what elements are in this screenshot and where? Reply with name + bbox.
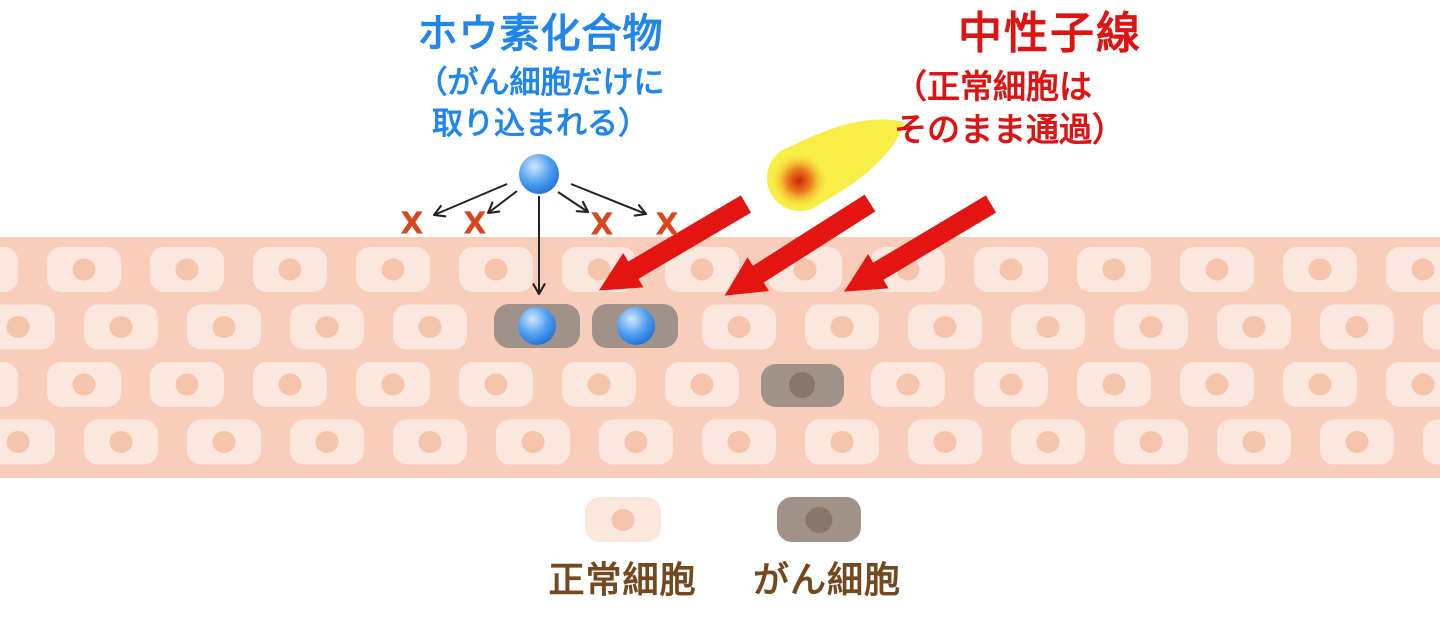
neutron-comet xyxy=(767,119,905,212)
boron-arrow-near-right xyxy=(557,191,590,214)
normal-cell-nucleus xyxy=(1036,316,1060,338)
neutron-subtitle-line-1: （正常細胞は xyxy=(894,66,1092,106)
boron-ball-in-cell-a xyxy=(518,307,556,345)
normal-cell xyxy=(0,247,18,292)
neutron-arrow-3 xyxy=(844,195,997,292)
normal-cell-nucleus xyxy=(1205,258,1229,281)
blocked-path-x-mark: X xyxy=(590,207,614,243)
neutron-arrow-2 xyxy=(724,194,876,296)
normal-cell-nucleus xyxy=(1139,431,1163,453)
normal-cell-nucleus xyxy=(109,316,133,338)
neutron-subtitle-line-2: そのまま通過） xyxy=(894,109,1125,149)
boron-arrow-near-left xyxy=(486,190,518,215)
normal-cell-nucleus xyxy=(933,431,957,453)
normal-cell-nucleus xyxy=(72,258,96,281)
boron-subtitle: （がん細胞だけに 取り込まれる） xyxy=(368,63,713,145)
neutron-title: 中性子線 xyxy=(958,8,1142,59)
boron-label-block: ホウ素化合物 （がん細胞だけに 取り込まれる） xyxy=(368,10,713,145)
normal-cell-nucleus xyxy=(418,316,442,338)
normal-cell-nucleus xyxy=(1242,316,1266,338)
normal-cell-nucleus xyxy=(830,431,854,453)
neutron-subtitle: （正常細胞は そのまま通過） xyxy=(864,65,1236,151)
normal-cell-nucleus xyxy=(109,431,133,453)
normal-cell-nucleus xyxy=(830,316,854,338)
normal-cell-nucleus xyxy=(175,258,199,281)
normal-cell-nucleus xyxy=(1411,258,1435,281)
normal-cell-nucleus xyxy=(690,258,714,281)
normal-cell-nucleus xyxy=(1242,431,1266,453)
normal-cell-nucleus xyxy=(587,373,611,396)
normal-cell-nucleus xyxy=(6,431,30,453)
normal-cell-nucleus xyxy=(1205,373,1229,396)
normal-cell-nucleus xyxy=(6,316,30,338)
normal-cell-nucleus xyxy=(1411,373,1435,396)
normal-cell-nucleus xyxy=(1102,258,1126,281)
normal-cell-nucleus xyxy=(1345,316,1369,338)
normal-cell-nucleus xyxy=(727,431,751,453)
normal-cell-nucleus xyxy=(933,316,957,338)
normal-cell-nucleus xyxy=(1139,316,1163,338)
normal-cell-nucleus xyxy=(381,373,405,396)
boron-distribution-arrows xyxy=(432,183,648,296)
neutron-comet-core xyxy=(770,151,829,210)
boron-ball xyxy=(519,154,559,194)
boron-arrow-far-right xyxy=(570,183,648,217)
normal-cell-nucleus xyxy=(793,258,817,281)
normal-cell-nucleus xyxy=(624,431,648,453)
boron-ball-in-cell-b xyxy=(617,307,655,345)
normal-cell-nucleus xyxy=(1308,373,1332,396)
normal-cell-nucleus xyxy=(484,258,508,281)
normal-cell-nucleus xyxy=(587,258,611,281)
blocked-path-x-mark: X xyxy=(655,207,679,243)
normal-cell-nucleus xyxy=(484,373,508,396)
cancer-cells xyxy=(494,304,844,407)
normal-cell-nucleus xyxy=(896,373,920,396)
neutron-label-block: 中性子線 （正常細胞は そのまま通過） xyxy=(864,8,1236,151)
blocked-path-x-mark: X xyxy=(463,206,487,242)
normal-cell-nucleus xyxy=(999,373,1023,396)
normal-cell-nucleus xyxy=(1308,258,1332,281)
boron-arrow-far-left xyxy=(432,183,508,218)
boron-title: ホウ素化合物 xyxy=(417,11,664,57)
legend-normal-cell-label: 正常細胞 xyxy=(548,560,697,601)
normal-cell xyxy=(1423,419,1440,465)
normal-cell-nucleus xyxy=(175,373,199,396)
normal-cell-nucleus xyxy=(999,258,1023,281)
normal-cell-nucleus xyxy=(315,316,339,338)
normal-cell-nucleus xyxy=(690,373,714,396)
legend-cancer-cell-swatch xyxy=(777,497,861,542)
normal-cell-nucleus xyxy=(1102,373,1126,396)
normal-cell-nucleus xyxy=(1036,431,1060,453)
normal-cell-nucleus xyxy=(278,258,302,281)
normal-cell-nucleus xyxy=(418,431,442,453)
normal-cell-nucleus xyxy=(1345,431,1369,453)
normal-cell-nucleus xyxy=(212,316,236,338)
legend-cancer-cell-label: がん細胞 xyxy=(752,560,901,601)
normal-cell-nucleus xyxy=(521,431,545,453)
legend-cancer-cell-nucleus xyxy=(805,506,833,533)
normal-cell-nucleus xyxy=(212,431,236,453)
boron-subtitle-line-1: （がん細胞だけに xyxy=(416,65,665,101)
blocked-path-x-mark: X xyxy=(400,206,424,242)
boron-subtitle-line-2: 取り込まれる） xyxy=(432,106,649,142)
legend-normal-cell-nucleus xyxy=(611,508,635,531)
normal-cell-nucleus xyxy=(72,373,96,396)
neutron-beam-arrows xyxy=(598,194,997,296)
normal-cell xyxy=(0,362,18,407)
cancer-cell-c-nucleus xyxy=(789,372,815,398)
neutron-arrow-1 xyxy=(598,195,752,291)
legend-normal-cell-swatch xyxy=(585,497,661,542)
normal-cell-nucleus xyxy=(278,373,302,396)
normal-cell xyxy=(1423,304,1440,350)
normal-cell-nucleus xyxy=(727,316,751,338)
normal-cell-nucleus xyxy=(381,258,405,281)
normal-cell-nucleus xyxy=(315,431,339,453)
